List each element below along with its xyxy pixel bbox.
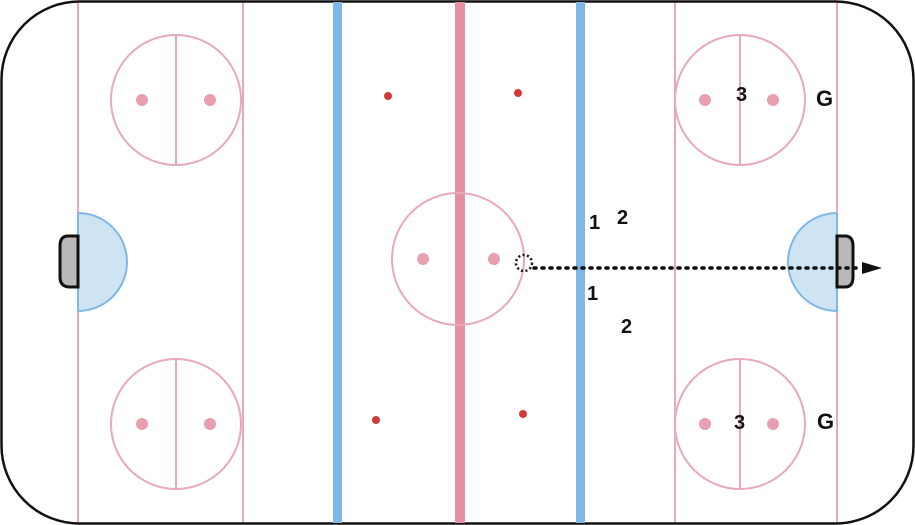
neutral-dot-right-bottom: [519, 410, 527, 418]
neutral-dot-left-top: [384, 92, 392, 100]
player-1-bottom: 1: [587, 283, 599, 305]
left-goal-net: [58, 234, 80, 289]
player-2-top: 2: [617, 207, 629, 229]
goalie-top: G: [816, 86, 834, 111]
puck-marker: [514, 253, 534, 273]
right-goal-crease: [787, 211, 838, 313]
neutral-dot-left-bottom: [372, 416, 380, 424]
faceoff-circle-left-bottom: [110, 358, 242, 490]
player-2-bottom: 2: [621, 316, 633, 338]
player-1-top: 1: [589, 212, 601, 234]
faceoff-circle-right-bottom: [674, 358, 806, 490]
center-red-line: [455, 2, 465, 523]
left-blue-line: [333, 2, 342, 523]
right-goal-net: [835, 234, 855, 289]
center-faceoff-circle: [391, 192, 525, 326]
puck-path-arrowhead: [862, 262, 882, 274]
goalie-bottom: G: [817, 409, 835, 434]
faceoff-circle-right-top: [674, 34, 806, 166]
neutral-dot-right-top: [514, 89, 522, 97]
left-goal-crease: [77, 211, 128, 313]
right-blue-line: [576, 2, 585, 523]
faceoff-circle-left-top: [110, 34, 242, 166]
player-3-top: 3: [736, 84, 748, 106]
player-3-bottom: 3: [734, 412, 746, 434]
